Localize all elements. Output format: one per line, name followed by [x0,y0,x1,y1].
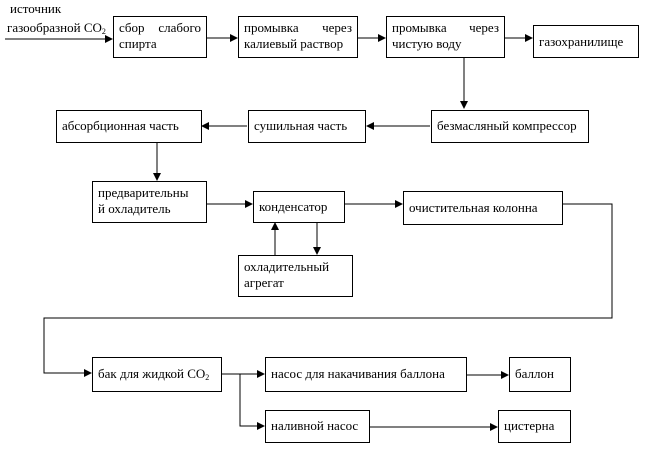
box-cooling-line1: охладительный [244,259,330,274]
box-drying-label: сушильная часть [254,118,348,133]
box-precooler-line2: й охладитель [98,201,171,216]
box-purification-column: очистительная колонна [403,191,563,225]
box-absorption-label: абсорбционная часть [62,118,179,133]
box-compressor-label: безмасляный компрессор [437,118,577,133]
box-cistern: цистерна [498,410,571,443]
box-drying-section: сушильная часть [248,110,366,143]
source-line1: источник [10,1,62,16]
box-cylinder-label: баллон [515,366,554,381]
box-filling-pump: наливной насос [265,410,370,443]
source-line2: газообразной CO [7,20,102,35]
box-tank-subscript: 2 [205,373,210,382]
box-tank-label-wrap: бак для жидкой CO2 [98,366,216,382]
box-gas-holder: газохранилище [533,25,639,58]
box-filling-pump-label: наливной насос [271,418,359,433]
box-condenser: конденсатор [253,191,345,223]
source-label: источник [10,1,61,16]
box-cooling-line2: агрегат [244,275,284,290]
box-precooler-line1: предварительны [98,185,189,200]
box-weak-alcohol-collection: сбор слабого спирта [113,16,207,58]
arrow-tank-to-filling-pump [239,374,265,430]
arrow-column-to-tank [43,203,613,377]
box-cylinder-pump: насос для накачивания баллона [265,357,467,392]
source-subscript: 2 [101,27,106,36]
box-water-wash-line2: чистую воду [392,36,462,51]
box-condenser-label: конденсатор [259,199,328,214]
box-absorption-section: абсорбционная часть [56,110,202,143]
box-water-wash: промывка через чистую воду [386,16,505,58]
box-potassium-wash: промывка через калиевый раствор [238,16,358,58]
box-potassium-wash-line2: калиевый раствор [244,36,344,51]
box-water-wash-line1: промывка через [392,20,499,35]
source-label-line2: газообразной CO2 [7,20,106,36]
box-cylinder: баллон [509,357,571,392]
box-cylinder-pump-label: насос для накачивания баллона [271,366,445,381]
box-precooler: предварительны й охладитель [92,181,207,223]
box-column-label: очистительная колонна [409,200,538,215]
box-weak-alcohol-line1: сбор слабого [119,20,201,35]
box-liquid-co2-tank: бак для жидкой CO2 [92,357,222,392]
box-cistern-label: цистерна [504,418,555,433]
box-weak-alcohol-line2: спирта [119,36,157,51]
box-cooling-unit: охладительный агрегат [238,255,353,297]
box-oilfree-compressor: безмасляный компрессор [431,110,589,143]
box-potassium-wash-line1: промывка через [244,20,352,35]
box-gas-holder-label: газохранилище [539,34,624,49]
box-tank-label: бак для жидкой CO [98,366,206,381]
